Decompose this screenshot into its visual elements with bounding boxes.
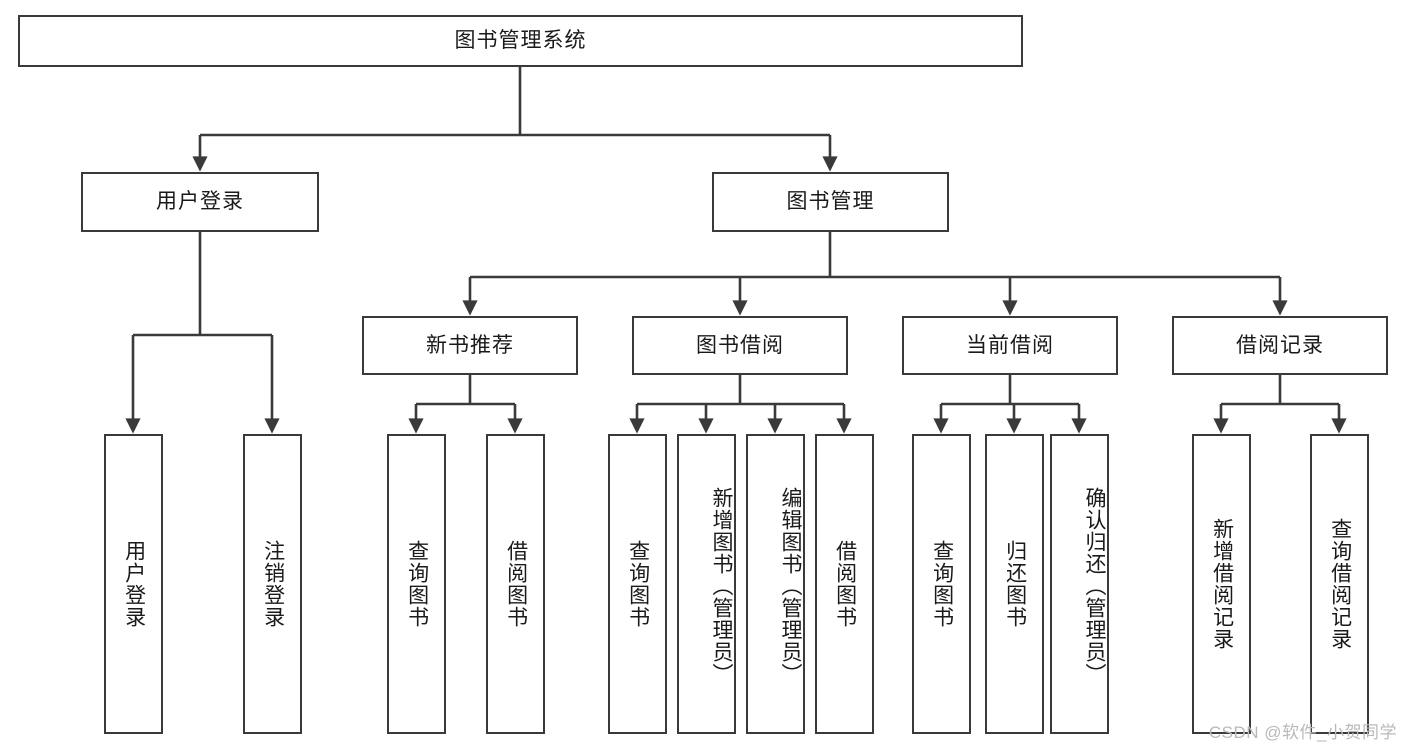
node-leaf-user-login[interactable]: 用户登录 xyxy=(104,434,163,734)
node-book-management-label: 图书管理 xyxy=(786,190,875,214)
node-new-book-recommend[interactable]: 新书推荐 xyxy=(362,316,578,375)
node-leaf-borrow-book[interactable]: 借阅图书 xyxy=(815,434,874,734)
node-borrow-records[interactable]: 借阅记录 xyxy=(1172,316,1388,375)
node-leaf-query-book-rec[interactable]: 查询图书 xyxy=(387,434,446,734)
node-leaf-add-book-admin[interactable]: 新增图书（管理员） xyxy=(677,434,736,734)
node-leaf-query-book-borrow-label: 查询图书 xyxy=(626,540,650,628)
node-new-book-recommend-label: 新书推荐 xyxy=(426,333,514,357)
node-current-borrow-label: 当前借阅 xyxy=(966,333,1054,357)
node-user-login-label: 用户登录 xyxy=(156,190,244,214)
node-leaf-confirm-return-admin-label: 确认归还（管理员） xyxy=(1083,487,1106,685)
node-leaf-return-book-label: 归还图书 xyxy=(1003,540,1027,628)
node-user-login[interactable]: 用户登录 xyxy=(81,172,319,232)
node-leaf-add-borrow-record-label: 新增借阅记录 xyxy=(1210,518,1234,650)
node-book-borrow[interactable]: 图书借阅 xyxy=(632,316,848,375)
node-leaf-edit-book-admin[interactable]: 编辑图书（管理员） xyxy=(746,434,805,734)
node-leaf-borrow-book-label: 借阅图书 xyxy=(833,540,857,628)
node-leaf-borrow-book-rec[interactable]: 借阅图书 xyxy=(486,434,545,734)
node-leaf-logout[interactable]: 注销登录 xyxy=(243,434,302,734)
node-leaf-query-book-current[interactable]: 查询图书 xyxy=(912,434,971,734)
node-book-borrow-label: 图书借阅 xyxy=(696,333,784,357)
watermark-text: CSDN @软件_小贺同学 xyxy=(1208,723,1397,742)
node-borrow-records-label: 借阅记录 xyxy=(1236,333,1324,357)
node-leaf-confirm-return-admin[interactable]: 确认归还（管理员） xyxy=(1050,434,1109,734)
node-leaf-return-book[interactable]: 归还图书 xyxy=(985,434,1044,734)
node-leaf-add-borrow-record[interactable]: 新增借阅记录 xyxy=(1192,434,1251,734)
node-book-management[interactable]: 图书管理 xyxy=(712,172,949,232)
node-leaf-query-borrow-record[interactable]: 查询借阅记录 xyxy=(1310,434,1369,734)
node-leaf-query-book-borrow[interactable]: 查询图书 xyxy=(608,434,667,734)
node-current-borrow[interactable]: 当前借阅 xyxy=(902,316,1118,375)
node-leaf-edit-book-admin-label: 编辑图书（管理员） xyxy=(779,487,802,685)
node-leaf-borrow-book-rec-label: 借阅图书 xyxy=(504,540,528,628)
node-leaf-user-login-label: 用户登录 xyxy=(122,540,146,628)
node-leaf-logout-label: 注销登录 xyxy=(261,540,285,628)
node-leaf-add-book-admin-label: 新增图书（管理员） xyxy=(710,487,733,685)
node-leaf-query-borrow-record-label: 查询借阅记录 xyxy=(1328,518,1352,650)
node-leaf-query-book-current-label: 查询图书 xyxy=(930,540,954,628)
node-root[interactable]: 图书管理系统 xyxy=(18,15,1023,67)
node-root-label: 图书管理系统 xyxy=(454,29,587,53)
node-leaf-query-book-rec-label: 查询图书 xyxy=(405,540,429,628)
